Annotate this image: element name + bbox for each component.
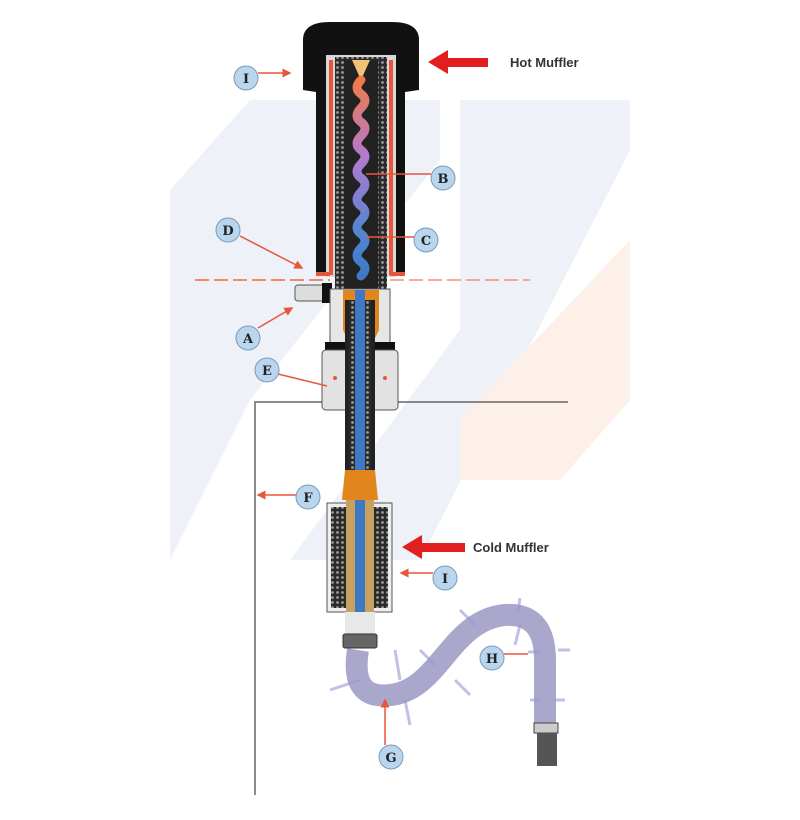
cold-muffler-pointer: Cold Muffler bbox=[402, 535, 549, 559]
wall-line-F bbox=[254, 401, 568, 795]
generator-body bbox=[321, 288, 399, 630]
svg-text:B: B bbox=[438, 172, 449, 187]
callout-E: E bbox=[254, 357, 280, 383]
hot-muffler-label: Hot Muffler bbox=[510, 55, 579, 70]
svg-text:I: I bbox=[442, 572, 448, 587]
exhaust-hose-G bbox=[329, 597, 570, 766]
callout-B: B bbox=[430, 165, 456, 191]
callout-D: D bbox=[215, 217, 241, 243]
callout-C: C bbox=[413, 227, 439, 253]
svg-text:D: D bbox=[222, 224, 233, 239]
svg-text:A: A bbox=[242, 332, 254, 347]
svg-text:E: E bbox=[262, 364, 272, 379]
callout-I-top: I bbox=[233, 65, 259, 91]
inlet-port-A bbox=[294, 283, 332, 303]
callout-F: F bbox=[295, 484, 321, 510]
callout-G: G bbox=[378, 744, 404, 770]
svg-text:H: H bbox=[486, 652, 498, 667]
svg-text:F: F bbox=[303, 491, 313, 506]
callout-I-bottom: I bbox=[432, 565, 458, 591]
callout-A: A bbox=[235, 325, 261, 351]
hot-muffler-pointer: Hot Muffler bbox=[428, 50, 579, 74]
vortex-coil-B bbox=[352, 75, 370, 281]
leader-lines bbox=[239, 68, 528, 745]
arrow-icon bbox=[420, 543, 465, 552]
cold-muffler bbox=[326, 470, 393, 649]
svg-text:I: I bbox=[243, 72, 249, 87]
callout-H: H bbox=[479, 645, 505, 671]
hot-muffler bbox=[303, 22, 419, 289]
cold-muffler-label: Cold Muffler bbox=[473, 540, 549, 555]
svg-text:G: G bbox=[385, 751, 396, 766]
arrow-icon bbox=[445, 58, 488, 67]
svg-text:C: C bbox=[421, 234, 431, 249]
